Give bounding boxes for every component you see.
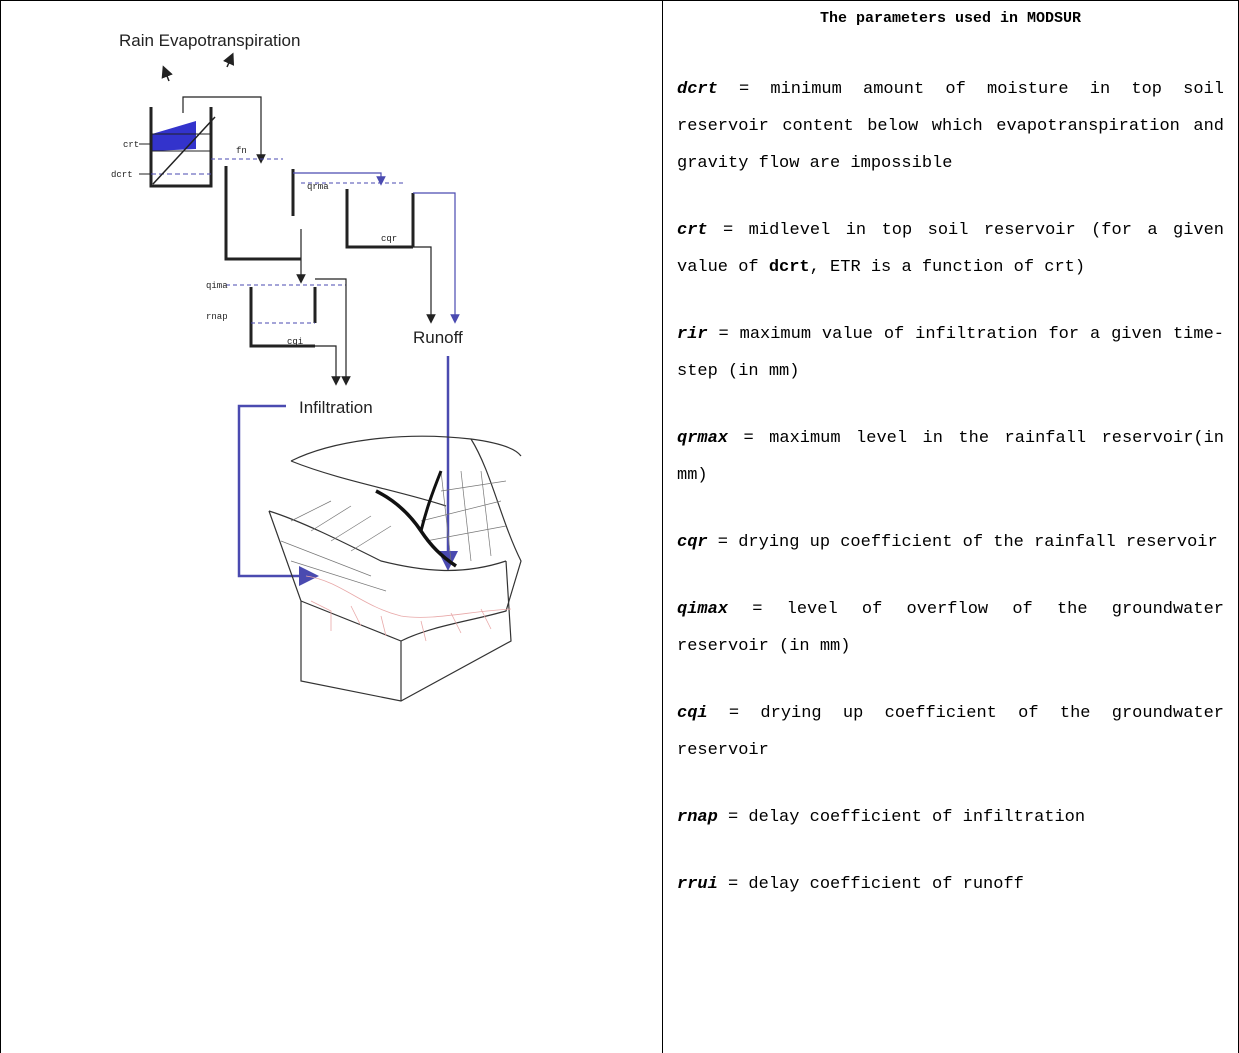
param-qimax: qimax = level of overflow of the groundw… bbox=[677, 600, 1224, 656]
infiltration-path bbox=[237, 404, 319, 586]
rain-input-line bbox=[182, 96, 266, 164]
fn-reservoir bbox=[224, 166, 301, 261]
soil-reservoir: crt dcrt bbox=[111, 107, 216, 188]
cqi-label: cqi bbox=[287, 337, 303, 347]
param-rrui: rrui = delay coefficient of runoff bbox=[677, 875, 1024, 894]
modsur-diagram: Rain Evapotranspiration crt dcrt fn qrma bbox=[111, 31, 522, 702]
rain-evapotranspiration-label: Rain Evapotranspiration bbox=[119, 31, 300, 50]
groundwater-reservoir bbox=[249, 287, 315, 348]
param-dcrt: dcrt = minimum amount of moisture in top… bbox=[677, 80, 1224, 173]
param-cqi: cqi = drying up coefficient of the groun… bbox=[677, 704, 1224, 760]
parameters-list: dcrt = minimum amount of moisture in top… bbox=[677, 71, 1224, 933]
fn-label: fn bbox=[236, 146, 247, 156]
qima-label: qima bbox=[206, 281, 228, 291]
qrma-reservoir bbox=[345, 189, 413, 249]
param-rnap: rnap = delay coefficient of infiltration bbox=[677, 808, 1086, 827]
param-rir: rir = maximum value of infiltration for … bbox=[677, 325, 1224, 381]
crt-label: crt bbox=[123, 140, 139, 150]
param-cqr: cqr = drying up coefficient of the rainf… bbox=[677, 533, 1218, 552]
param-crt: crt = midlevel in top soil reservoir (fo… bbox=[677, 221, 1224, 277]
qrma-inflow bbox=[293, 172, 386, 186]
infiltration-label: Infiltration bbox=[299, 398, 373, 417]
evap-arrow bbox=[223, 52, 235, 68]
dcrt-label: dcrt bbox=[111, 170, 133, 180]
runoff-label: Runoff bbox=[413, 328, 463, 347]
qrma-label: qrma bbox=[307, 182, 329, 192]
parameters-title: The parameters used in MODSUR bbox=[819, 10, 1082, 27]
parameters-cell: The parameters used in MODSUR dcrt = min… bbox=[663, 1, 1238, 1053]
rnap-label: rnap bbox=[206, 312, 228, 322]
rain-arrow bbox=[161, 65, 173, 82]
diagram-cell: Rain Evapotranspiration crt dcrt fn qrma bbox=[1, 1, 661, 1053]
overflow-line bbox=[413, 192, 460, 324]
param-qrmax: qrmax = maximum level in the rainfall re… bbox=[677, 429, 1224, 485]
cqr-label: cqr bbox=[381, 234, 397, 244]
terrain-block bbox=[268, 435, 522, 702]
column-divider bbox=[662, 0, 663, 1053]
cqr-outflow bbox=[394, 246, 436, 324]
